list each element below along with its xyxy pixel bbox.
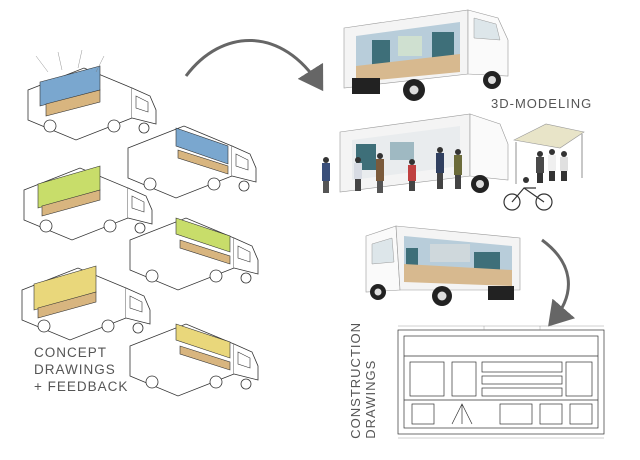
construction-drawing [397, 325, 605, 439]
concept-sketch-green [23, 165, 153, 241]
canopy-tent-icon [513, 123, 585, 184]
construction-drawings-label: CONSTRUCTION DRAWINGS [348, 322, 378, 439]
construction-label-line-2: DRAWINGS [363, 359, 378, 439]
curved-arrow-icon [184, 39, 324, 92]
model-truck-bottom [365, 225, 521, 306]
bicycle-icon [503, 177, 553, 211]
model-truck-scene [322, 113, 585, 211]
concept-sketch-yellow [21, 265, 151, 341]
curved-arrow-icon [541, 238, 576, 327]
modeling-label: 3D-MODELING [491, 96, 593, 111]
concept-drawings-label: CONCEPT DRAWINGS + FEEDBACK [34, 344, 128, 395]
concept-label-line-2: DRAWINGS [34, 362, 116, 377]
construction-label-line-1: CONSTRUCTION [348, 322, 363, 439]
concept-label-line-3: + FEEDBACK [34, 379, 129, 394]
concept-sketch-green-rear [129, 217, 259, 291]
person-icon [322, 147, 568, 193]
concept-label-line-1: CONCEPT [34, 345, 108, 360]
concept-sketch-blue [27, 49, 157, 141]
concept-sketch-blue-rear [127, 125, 257, 199]
model-truck-top [343, 9, 509, 101]
concept-sketch-yellow-rear [129, 323, 259, 397]
concept-sketches [21, 49, 259, 397]
